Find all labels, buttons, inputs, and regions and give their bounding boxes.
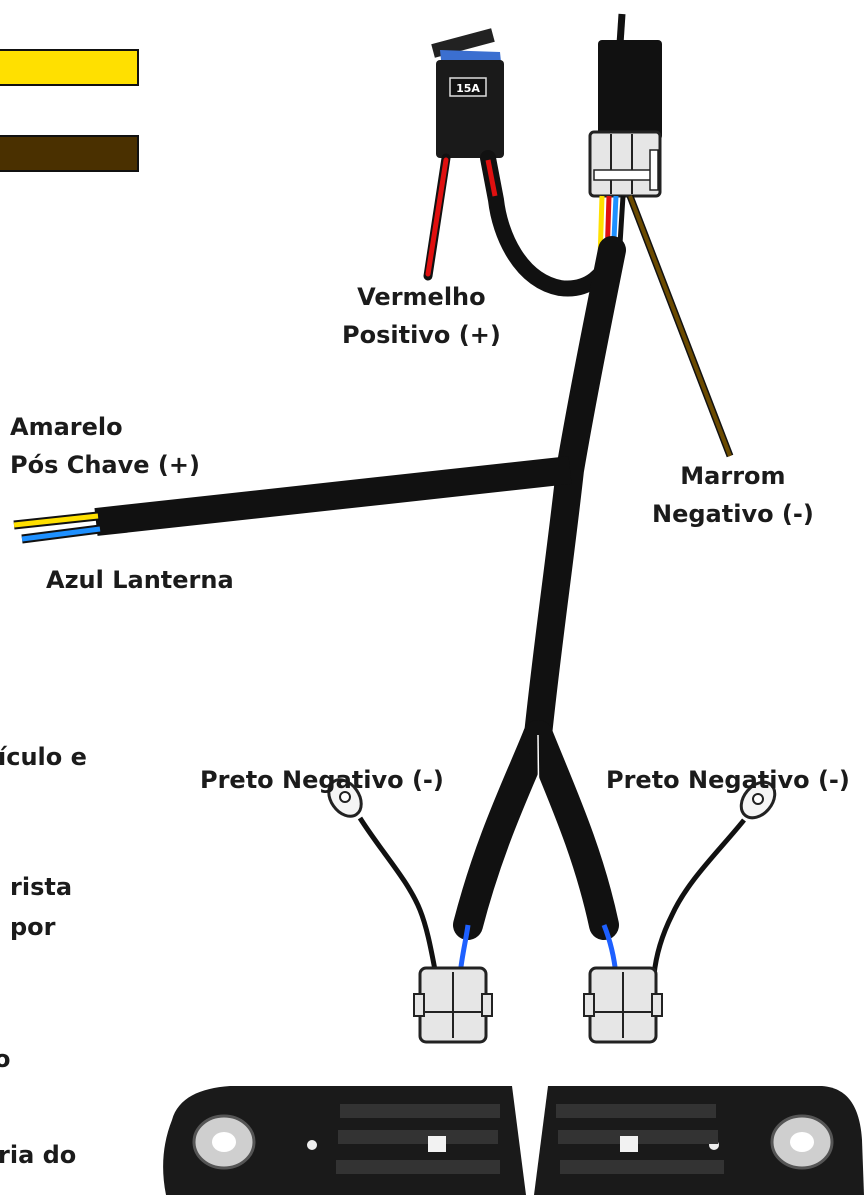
swatch-yellow <box>0 49 139 86</box>
label-brown-wire: Marrom Negativo (-) <box>652 457 814 533</box>
label-brown-wire-line1: Marrom <box>680 462 786 490</box>
harness-branch-left <box>94 456 572 536</box>
ground-wire-right <box>651 818 746 976</box>
label-red-wire: Vermelho Positivo (+) <box>342 278 501 354</box>
label-ground-right: Preto Negativo (-) <box>606 766 850 794</box>
relay <box>588 13 662 198</box>
cutoff-text-2: rista <box>10 873 73 901</box>
plug-connector-right <box>583 966 663 1044</box>
cutoff-text-4: o <box>0 1045 11 1073</box>
plug-connector-left <box>413 966 493 1044</box>
fuse-rating-box <box>449 77 487 97</box>
harness-split-left <box>453 720 553 940</box>
cutoff-text-3: por <box>10 913 56 941</box>
label-yellow-wire-line1: Amarelo <box>10 413 123 441</box>
fuse-rating: 15A <box>456 82 480 95</box>
label-blue-wire: Azul Lanterna <box>46 566 234 594</box>
fuse-wire-red-right-core <box>485 159 498 197</box>
fuse-holder: 15A <box>431 28 504 158</box>
label-yellow-wire-line2: Pós Chave (+) <box>10 451 200 479</box>
swatch-brown <box>0 135 139 172</box>
cutoff-text-5: ria do <box>0 1141 77 1169</box>
brown-wire <box>628 195 732 457</box>
label-red-wire-line1: Vermelho <box>357 283 486 311</box>
fuse-wire-red-left-core <box>425 157 449 277</box>
label-brown-wire-line2: Negativo (-) <box>652 500 814 528</box>
label-ground-left: Preto Negativo (-) <box>200 766 444 794</box>
harness-split-right <box>523 720 619 940</box>
cutoff-text-1: ículo e <box>0 743 87 771</box>
wire-yellow-end-core <box>13 513 99 528</box>
ground-wire-left <box>357 816 439 976</box>
label-red-wire-line2: Positivo (+) <box>342 321 501 349</box>
harness-trunk <box>524 236 626 749</box>
label-yellow-wire: Amarelo Pós Chave (+) <box>10 408 200 484</box>
fog-light-grille-left <box>163 1086 526 1195</box>
wire-blue-end-core <box>21 526 101 542</box>
fog-light-grille-right <box>534 1086 864 1195</box>
